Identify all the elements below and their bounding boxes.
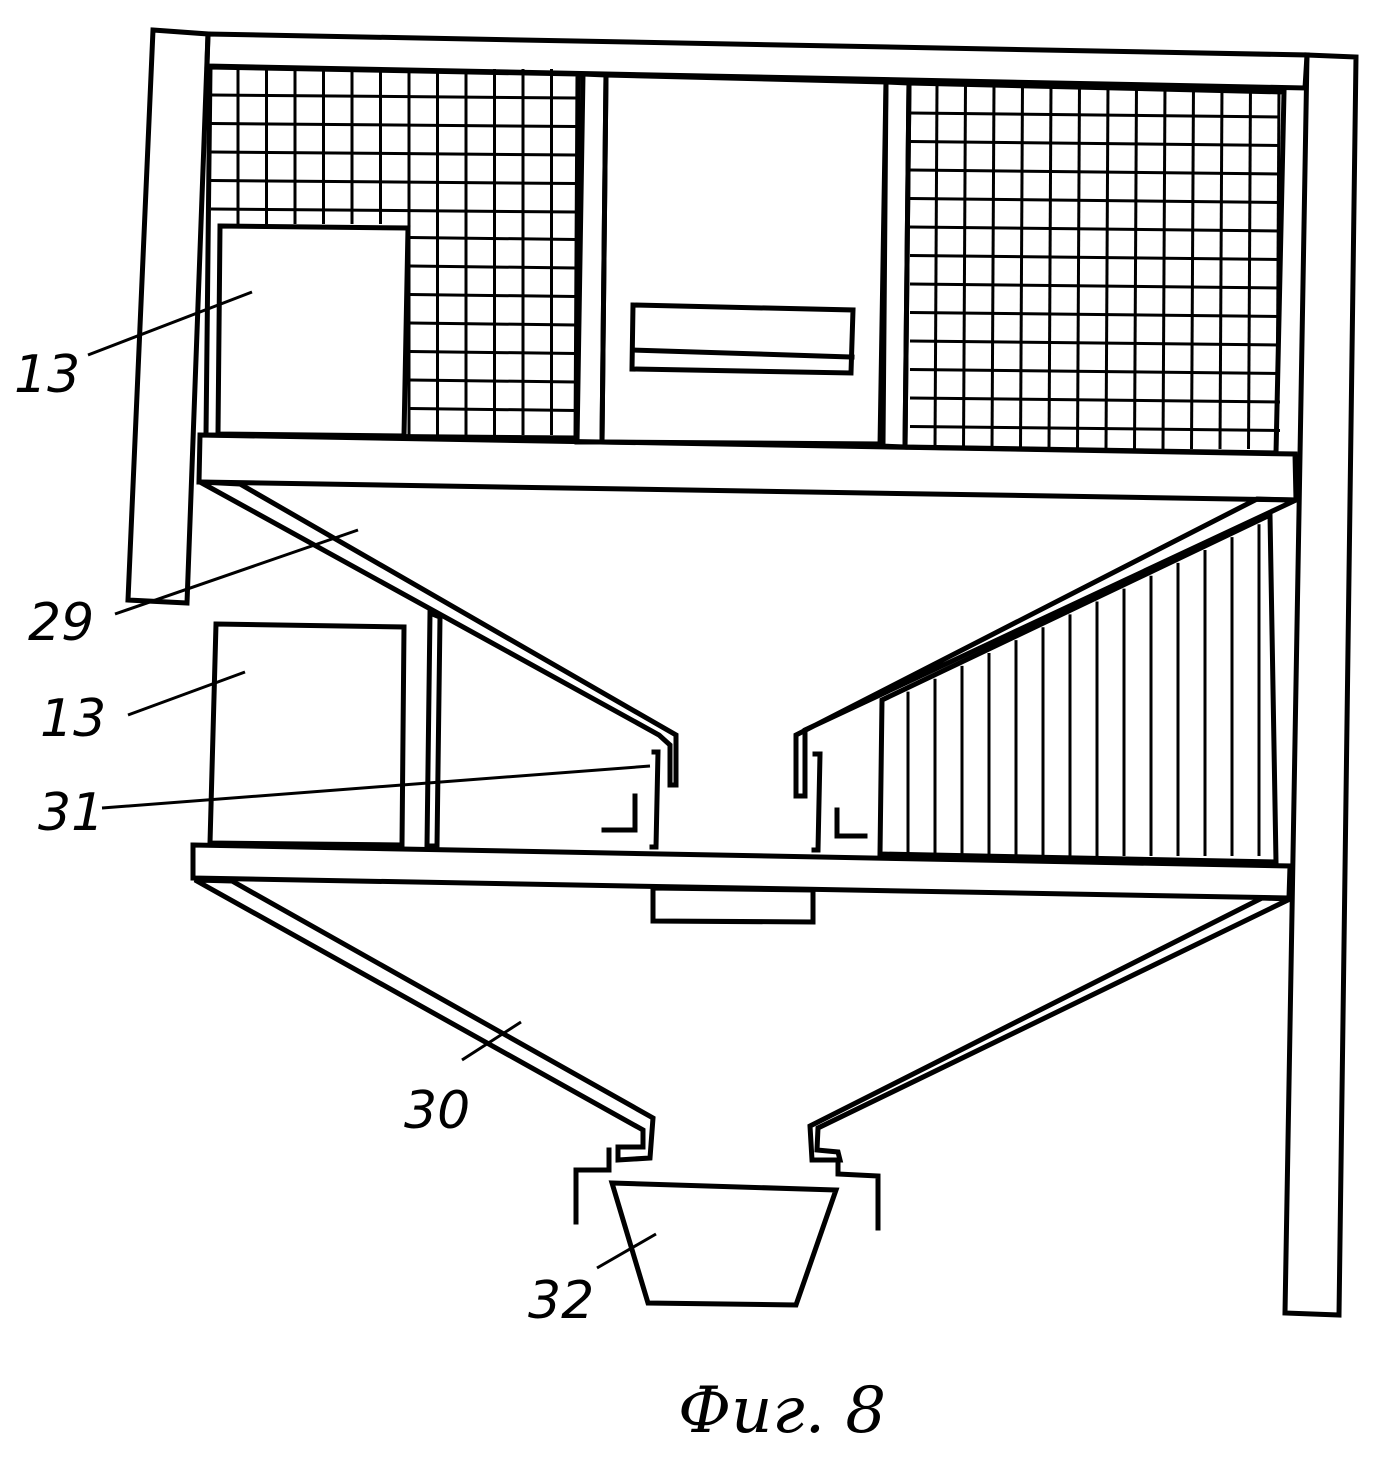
reference-numerals: 13 29 13 31 30 32 xyxy=(14,345,594,1331)
mesh-line xyxy=(210,122,577,128)
leader-31 xyxy=(101,764,651,810)
mesh-line xyxy=(909,225,1281,233)
mesh-line xyxy=(1275,84,1281,450)
gutter-left-channel xyxy=(649,749,661,850)
mesh-line xyxy=(909,396,1281,404)
mesh-line xyxy=(962,84,967,450)
upper-cage-door xyxy=(215,223,411,439)
label-31: 31 xyxy=(38,783,104,843)
upper-hopper-left-wall xyxy=(198,479,679,788)
mesh-line xyxy=(1047,84,1053,450)
upper-hopper-right-wall xyxy=(793,496,1298,799)
right-post xyxy=(1282,52,1359,1318)
mesh-line xyxy=(909,168,1281,176)
mesh-line xyxy=(409,350,577,355)
gutter-right-corner xyxy=(834,807,868,839)
mesh-line xyxy=(409,264,577,270)
mesh-line xyxy=(909,368,1281,375)
leader-13-upper xyxy=(87,290,253,357)
mesh-line xyxy=(909,425,1281,432)
mesh-line xyxy=(210,179,577,185)
collector-tray xyxy=(608,1180,840,1308)
mesh-line xyxy=(1190,84,1195,450)
tray-left-hanger xyxy=(573,1147,612,1225)
gutter-right-channel xyxy=(811,751,823,853)
middle-tier xyxy=(198,479,1298,865)
mesh-line xyxy=(1218,84,1224,450)
label-32: 32 xyxy=(528,1271,594,1331)
leader-lines xyxy=(87,290,657,1270)
mesh-line xyxy=(210,150,577,157)
gutter-left-corner xyxy=(601,793,638,833)
mesh-line xyxy=(1247,84,1252,450)
mesh-line xyxy=(909,140,1281,147)
label-13-lower: 13 xyxy=(40,689,106,749)
lower-hopper-left-wall xyxy=(193,877,656,1163)
label-30: 30 xyxy=(404,1081,470,1141)
mesh-line xyxy=(990,84,996,450)
leader-30 xyxy=(461,1020,522,1062)
mesh-line xyxy=(1019,84,1024,450)
middle-left-partition xyxy=(424,609,443,849)
left-post xyxy=(125,27,211,606)
label-13-upper: 13 xyxy=(14,345,80,405)
feeder-box-edge xyxy=(630,347,855,360)
label-29: 29 xyxy=(28,593,94,653)
leader-32 xyxy=(596,1232,657,1270)
mesh-line xyxy=(909,311,1281,318)
upper-middle-cage xyxy=(599,72,889,447)
upper-tier xyxy=(203,64,1287,456)
lower-hopper-right-wall xyxy=(807,895,1292,1163)
tray-right-hanger xyxy=(835,1157,881,1231)
mesh-line xyxy=(1133,84,1138,450)
middle-left-cage-door xyxy=(207,621,407,848)
figure-caption: Фиг. 8 xyxy=(678,1374,886,1448)
top-beam xyxy=(204,31,1310,91)
mesh-right xyxy=(909,84,1281,450)
mesh-line xyxy=(1161,84,1167,450)
mesh-line xyxy=(1104,84,1110,450)
mesh-line xyxy=(909,197,1281,204)
mesh-line xyxy=(909,282,1281,290)
shelf-bracket xyxy=(650,885,816,925)
upper-right-mesh-cage xyxy=(902,80,1287,456)
mesh-line xyxy=(409,236,577,241)
mesh-line xyxy=(409,407,577,412)
mesh-line xyxy=(409,378,577,384)
mesh-left xyxy=(210,69,577,435)
mesh-line xyxy=(909,339,1281,347)
mesh-line xyxy=(409,321,577,327)
leader-13-lower xyxy=(127,670,246,717)
mesh-line xyxy=(909,254,1281,261)
mesh-line xyxy=(210,207,577,214)
mesh-line xyxy=(1076,84,1081,450)
lower-tier xyxy=(193,877,1292,1308)
mesh-line xyxy=(933,84,939,450)
leader-29 xyxy=(114,528,359,616)
slats xyxy=(906,524,1261,856)
mesh-line xyxy=(909,111,1281,119)
middle-right-slatted-panel xyxy=(877,511,1279,865)
mesh-line xyxy=(210,93,577,100)
frame xyxy=(125,27,1359,1318)
feeder-box xyxy=(629,302,856,376)
mesh-line xyxy=(409,293,577,298)
